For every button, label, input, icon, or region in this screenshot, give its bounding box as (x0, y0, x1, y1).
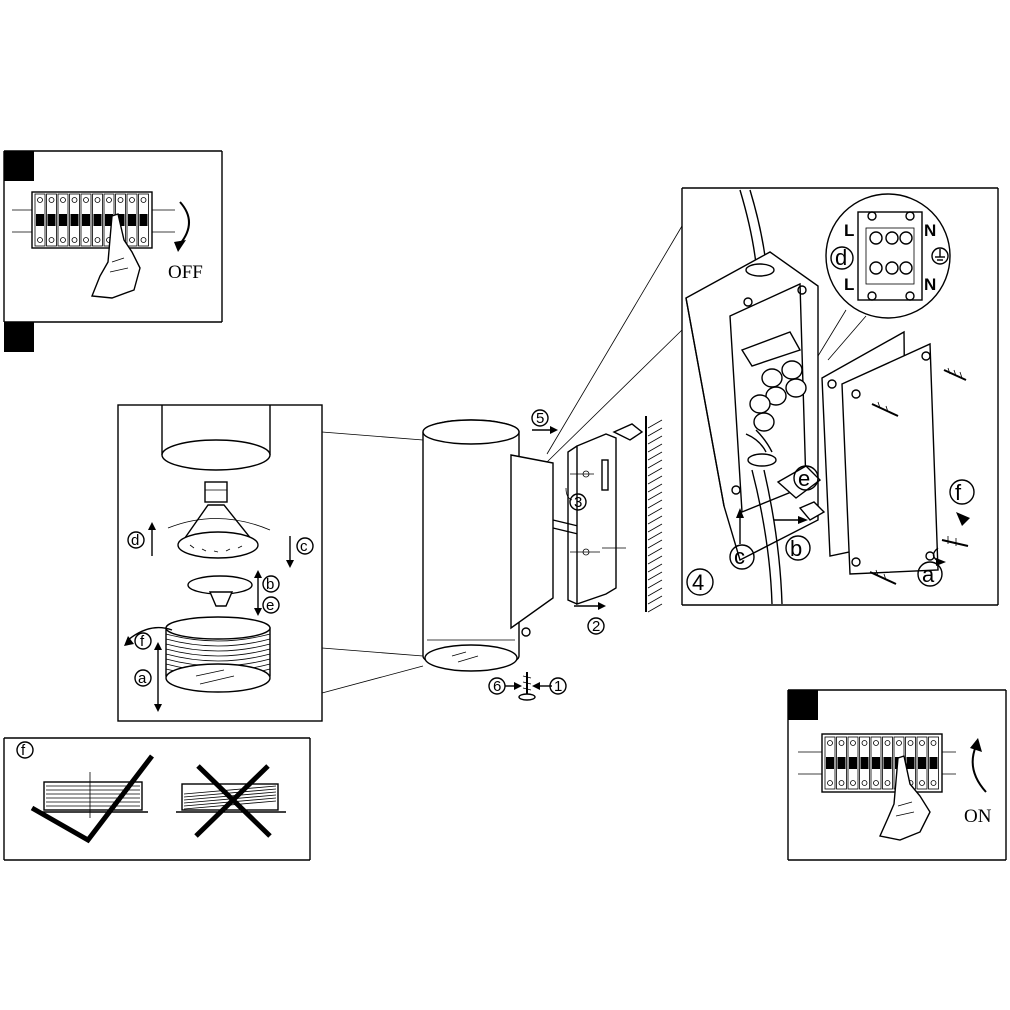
terminal-block (740, 331, 807, 432)
rotation-arrow-icon (167, 518, 271, 531)
callout-b: b (266, 576, 274, 593)
callout-junction-f: f (955, 480, 962, 505)
terminal-L-top: L (844, 221, 854, 240)
hand-icon (91, 213, 141, 299)
callout-c: c (300, 538, 308, 555)
callout-step5: 5 (536, 410, 544, 427)
check-mark-icon (30, 754, 154, 844)
callout-step1: 1 (554, 678, 562, 695)
wall-fixture: 1 6 5 3 2 (422, 225, 683, 701)
callout-e: e (266, 597, 274, 614)
gu10-lamp-icon (177, 481, 259, 559)
switch-on-panel: ON (787, 689, 1007, 861)
lamp-exploded-panel: d c b e f a (117, 404, 424, 722)
callout-step6: 6 (493, 678, 501, 695)
threaded-glass-ring (165, 616, 271, 693)
hand-icon (879, 755, 931, 841)
callout-junction-b: b (790, 536, 802, 561)
callout-junction-a: a (922, 562, 935, 587)
callout-junction-c: c (734, 544, 745, 569)
rotation-arrow-icon (179, 201, 190, 245)
screw-icon (943, 367, 967, 381)
on-caption: ON (964, 806, 992, 827)
callout-d: d (131, 532, 139, 549)
step-marker-icon (4, 151, 34, 181)
step-marker-icon (4, 322, 34, 352)
thread-check-panel: f (3, 737, 311, 861)
shade-rim (161, 439, 271, 471)
step-marker-icon (788, 690, 818, 720)
callout-a: a (138, 670, 147, 687)
terminal-N-bottom: N (924, 275, 936, 294)
cross-mark-icon (194, 764, 272, 838)
screw-icon (518, 672, 536, 701)
junction-box-panel: 4 c b e f a L N L N (681, 187, 999, 606)
callout-check-f: f (21, 742, 26, 759)
switch-off-panel: OFF (3, 150, 223, 323)
callout-step4: 4 (692, 570, 704, 595)
mounting-bracket (567, 423, 644, 605)
screw-icon (871, 401, 899, 417)
callout-step3: 3 (574, 494, 582, 511)
callout-junction-d: d (835, 245, 847, 270)
screw-icon (869, 569, 897, 585)
callout-step2: 2 (592, 618, 600, 635)
circuit-breaker-icon (12, 191, 175, 249)
callout-f: f (140, 633, 145, 650)
terminal-N-top: N (924, 221, 936, 240)
off-caption: OFF (168, 262, 203, 283)
earth-ground-icon (931, 247, 949, 265)
screw-icon (941, 536, 969, 547)
screw-icon (869, 231, 913, 275)
callout-junction-e: e (798, 466, 810, 491)
circuit-breaker-icon (798, 733, 956, 793)
terminal-L-bottom: L (844, 275, 854, 294)
rotation-arrow-icon (971, 745, 987, 793)
